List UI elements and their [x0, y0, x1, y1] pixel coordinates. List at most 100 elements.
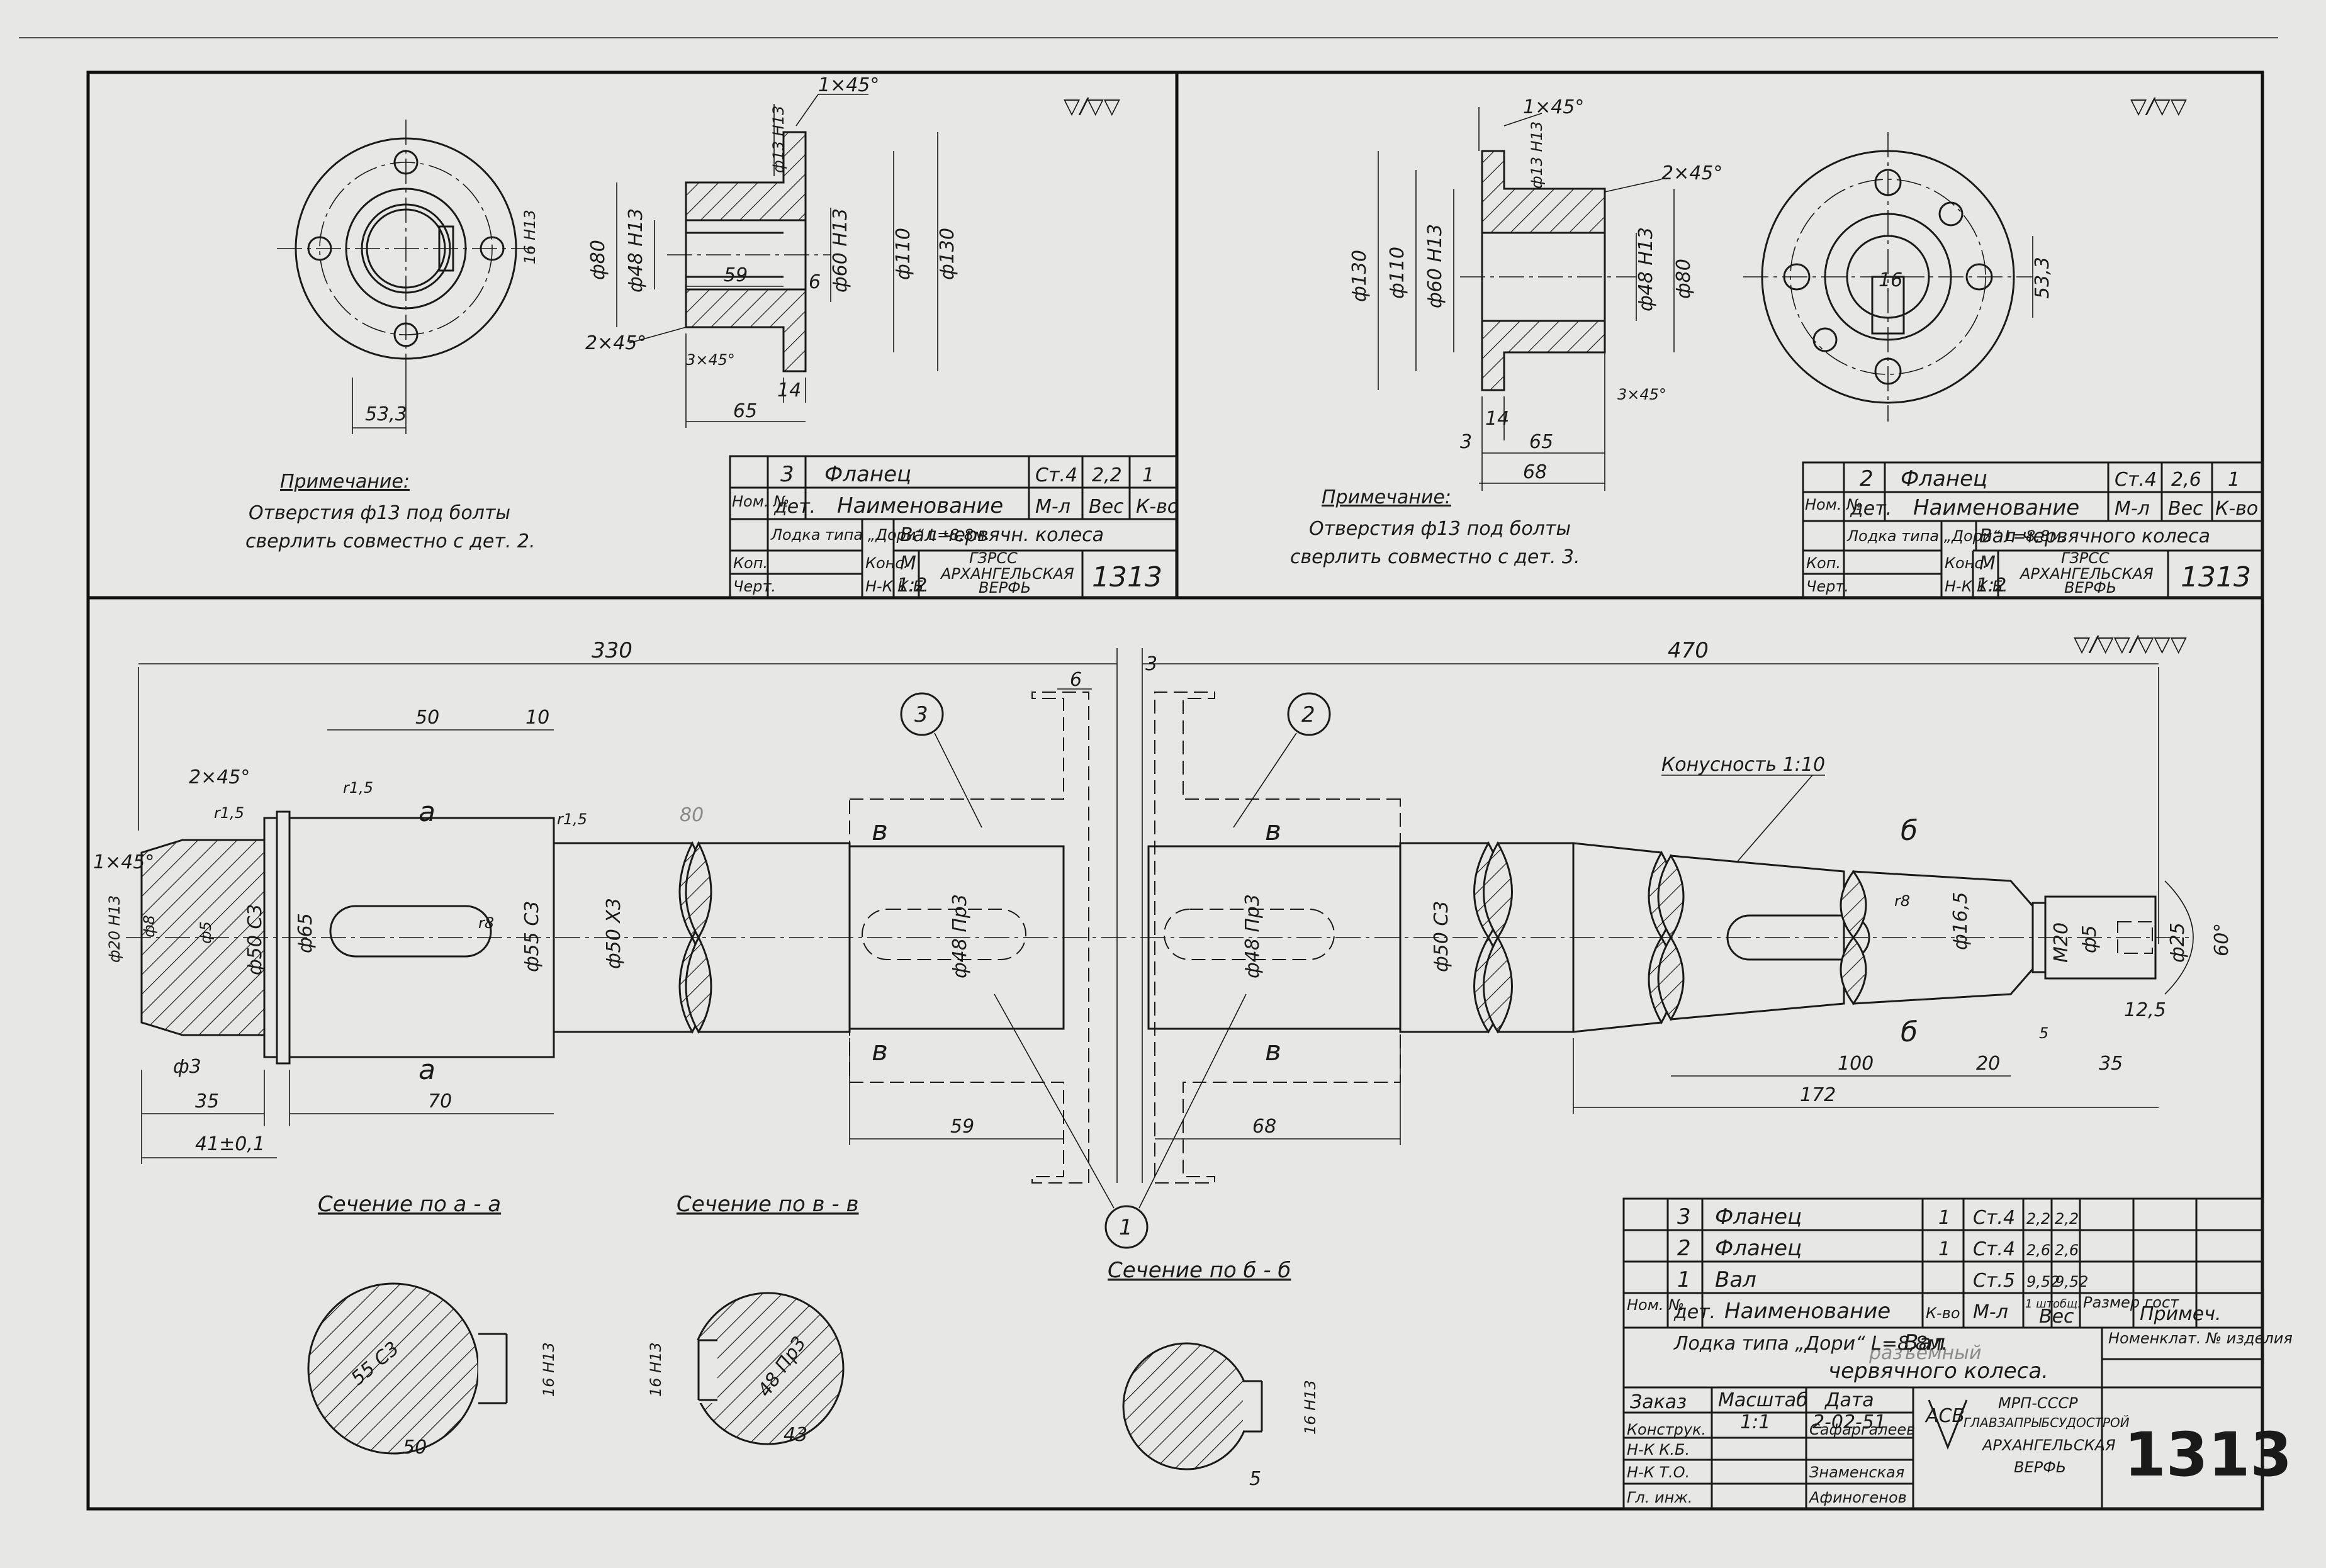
cell: М-л [1035, 496, 1070, 518]
dim-80: ф80 [587, 240, 609, 280]
section-marker-v: в [872, 815, 888, 847]
logo-text: АСВ [1924, 1405, 1965, 1427]
dim-2x45: 2×45° [189, 766, 250, 788]
dim-d25: ф25 [2167, 922, 2189, 963]
roughness-mark: ▽/▽▽ [2130, 94, 2188, 119]
dim-330: 330 [592, 638, 632, 663]
dim-5: 5 [1249, 1468, 1261, 1490]
dim-1x45: 1×45° [93, 851, 154, 873]
dim-70: 70 [428, 1090, 452, 1112]
dim-5: 5 [2039, 1024, 2048, 1042]
cell: Ст.4 [1035, 464, 1077, 486]
cell: 2,6 [2026, 1241, 2050, 1259]
drawing-number: 1313 [1092, 561, 1162, 593]
header-cell: Размер гост [2083, 1294, 2179, 1311]
section-marker-v: в [1265, 1035, 1281, 1067]
cell: Вес [2168, 498, 2203, 520]
cell: 1:2 [897, 574, 927, 596]
note-line: Отверстия ф13 под болты [1309, 518, 1571, 540]
dim-d5: ф5 [2079, 925, 2101, 953]
callout-3: 3 [914, 702, 928, 727]
verf-logo [1928, 1399, 1968, 1450]
callout-2: 2 [1301, 702, 1315, 727]
dim-6: 6 [1070, 669, 1082, 691]
bill-of-materials: 3 Фланец 1 Ст.4 2,2 2,2 2 Фланец 1 Ст.4 … [1622, 1197, 2264, 1329]
dim-100: 100 [1838, 1053, 1874, 1075]
cell: Наименование [837, 493, 1003, 518]
dim-16: 16 Н13 [647, 1342, 665, 1397]
product-name: Вал [1904, 1330, 1945, 1355]
dim-68: 68 [1252, 1116, 1276, 1138]
cell: Черт. [1806, 578, 1849, 595]
title-block-detail-2: 2 Фланец Ст.4 2,6 1 Ном. № дет. Наименов… [1802, 461, 2264, 599]
cell: М [900, 552, 916, 574]
cell: К-во [1136, 496, 1179, 518]
cell: 1:2 [1976, 574, 2006, 596]
cell: Черт. [733, 578, 776, 595]
bom-row: 2 Фланец 1 Ст.4 2,6 2,6 [1677, 1236, 2079, 1261]
cell: Наименование [1913, 495, 2079, 520]
dim-48: ф48 Н13 [625, 208, 647, 293]
cell: 1 [1938, 1207, 1950, 1229]
cell: 2-02-51 [1812, 1411, 1886, 1433]
note-title: Примечание: [1322, 486, 1451, 508]
dim-d50: ф50 С3 [244, 904, 266, 975]
dim-50: 50 [403, 1436, 427, 1459]
dim-13: ф13 Н13 [770, 106, 787, 173]
cell: Конс. [1945, 554, 1987, 572]
title-block-detail-3: 3 Фланец Ст.4 2,2 1 Ном. № дет. Наименов… [729, 455, 1179, 599]
cell: АРХАНГЕЛЬСКАЯ [940, 565, 1074, 583]
dim-d8: ф8 [140, 915, 158, 938]
cell: Н-К Т.О. [1627, 1464, 1690, 1481]
dim-14: 14 [777, 379, 801, 401]
cell: Н-К К.Б. [865, 578, 928, 595]
cell: Вал червячного колеса [1979, 525, 2210, 547]
cell: К-во [2215, 498, 2258, 520]
dim-10: 10 [525, 707, 549, 729]
cell: Ст.4 [2115, 469, 2157, 491]
dim-chamfer-1: 1×45° [1523, 96, 1584, 118]
dim-chamfer-1: 1×45° [818, 74, 879, 96]
cell: Фланец [824, 462, 911, 487]
dim-172: 172 [1800, 1084, 1836, 1106]
cell: 1 [1677, 1267, 1691, 1292]
dim-110: ф110 [1386, 247, 1408, 299]
cell: 2,6 [2055, 1241, 2079, 1259]
section-marker-a: а [419, 796, 435, 828]
roughness-mark: ▽/▽▽/▽▽▽ [2074, 632, 2188, 657]
cell: Фланец [1715, 1204, 1802, 1229]
dim-16: 16 Н13 [1301, 1380, 1319, 1435]
main-title-block: Номенклат. № изделия Лодка типа „Дори“ L… [1622, 1326, 2293, 1510]
dim-3: 3 [1460, 431, 1472, 453]
drawing-number: 1313 [2181, 561, 2251, 593]
dim-d5: ф5 [197, 921, 215, 944]
right-flange-view: ф130 ф110 ф60 Н13 ф48 Н13 ф80 1×45° ф13 … [1290, 94, 2188, 568]
pencil-note: разъемный [1868, 1342, 1981, 1364]
cell: 3 [780, 462, 794, 487]
dim-d50: ф50 Х3 [603, 898, 625, 969]
dim-3x45: 3×45° [1617, 386, 1666, 403]
dim-r15: r1,5 [214, 804, 244, 822]
section-marker-b: б [1901, 1016, 1918, 1048]
dim-d55: ф55 С3 [521, 901, 543, 972]
dim-470: 470 [1668, 638, 1709, 663]
section-title-aa: Сечение по а - а [318, 1192, 501, 1217]
cell: АРХАНГЕЛЬСКАЯ [2019, 565, 2154, 583]
dim-3x45: 3×45° [686, 351, 735, 369]
dim-16: 16 [1879, 269, 1902, 291]
cell: Лодка типа „Дори“ L=8,8м. [770, 526, 990, 544]
cell: Коп. [733, 554, 768, 572]
cell: Афиногенов [1808, 1489, 1907, 1506]
dim-r15: r1,5 [557, 810, 587, 828]
note-line: сверлить совместно с дет. 2. [245, 530, 536, 552]
dim-d50: ф50 С3 [1430, 901, 1452, 972]
left-flange-view: 53,3 16 Н13 ф80 ф48 Н13 ф60 Н13 ф110 ф13… [245, 74, 1121, 552]
header-cell: Ном. № [1627, 1296, 1684, 1314]
cell: Вал [1715, 1267, 1756, 1292]
shaft-assembly: ▽/▽▽/▽▽▽ 330 470 3 6 [93, 632, 2233, 1249]
cell: Н-К К.Б. [1627, 1441, 1690, 1459]
section-marker-v: в [872, 1035, 888, 1067]
cell: Вал червячн. колеса [900, 524, 1104, 546]
dim-130: ф130 [1349, 250, 1371, 302]
